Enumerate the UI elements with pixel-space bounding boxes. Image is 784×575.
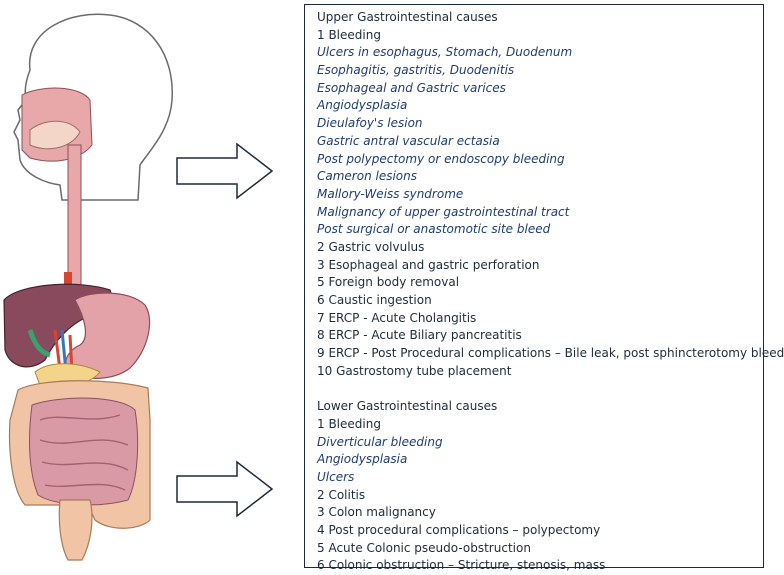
- upper-cause-item: Dieulafoy's lesion: [317, 116, 423, 131]
- lower-cause-item: Ulcers: [317, 469, 355, 484]
- tongue: [29, 120, 81, 150]
- upper-cause-item: Mallory-Weiss syndrome: [317, 186, 464, 201]
- digestive-system-illustration: [3, 13, 173, 561]
- lower-cause-item: 6 Colonic obstruction – Stricture, steno…: [317, 558, 606, 573]
- upper-cause-item: 2 Gastric volvulus: [317, 239, 425, 254]
- lower-cause-item: 1 Bleeding: [317, 416, 381, 431]
- lower-cause-item: Angiodysplasia: [317, 452, 408, 467]
- upper-cause-item: Gastric antral vascular ectasia: [317, 133, 500, 148]
- small-intestine-folds: [39, 414, 129, 491]
- upper-cause-item: Cameron lesions: [317, 169, 418, 184]
- lower-arrow: [176, 460, 274, 518]
- upper-heading: Upper Gastrointestinal causes: [317, 10, 498, 24]
- section-gap: [317, 380, 759, 398]
- upper-cause-item: 3 Esophageal and gastric perforation: [317, 257, 540, 272]
- upper-cause-item: 10 Gastrostomy tube placement: [317, 363, 512, 378]
- upper-cause-item: 8 ERCP - Acute Biliary pancreatitis: [317, 328, 522, 343]
- rectum: [58, 499, 93, 561]
- lower-cause-item: Diverticular bleeding: [317, 434, 443, 449]
- upper-cause-item: Angiodysplasia: [317, 98, 408, 113]
- lower-cause-item: 4 Post procedural complications – polype…: [317, 522, 601, 537]
- upper-cause-item: Post polypectomy or endoscopy bleeding: [317, 151, 565, 166]
- small-intestine: [29, 397, 139, 506]
- upper-cause-item: 7 ERCP - Acute Cholangitis: [317, 310, 477, 325]
- upper-cause-item: Post surgical or anastomotic site bleed: [317, 222, 551, 237]
- lower-cause-item: 3 Colon malignancy: [317, 505, 436, 520]
- lower-cause-item: 5 Acute Colonic pseudo-obstruction: [317, 540, 531, 555]
- stomach: [65, 292, 151, 379]
- upper-cause-item: 6 Caustic ingestion: [317, 293, 432, 307]
- lower-cause-item: 2 Colitis: [317, 487, 366, 502]
- upper-arrow: [176, 142, 274, 200]
- upper-cause-item: Esophagitis, gastritis, Duodenitis: [317, 63, 515, 78]
- upper-cause-item: Malignancy of upper gastrointestinal tra…: [317, 204, 570, 219]
- upper-cause-item: 5 Foreign body removal: [317, 275, 460, 290]
- upper-cause-item: Ulcers in esophagus, Stomach, Duodenum: [317, 45, 573, 60]
- upper-cause-item: Esophageal and Gastric varices: [317, 80, 506, 95]
- gallbladder: [27, 329, 51, 358]
- causes-panel: Upper Gastrointestinal causes 1 Bleeding…: [304, 4, 784, 572]
- upper-cause-item: 9 ERCP - Post Procedural complications –…: [317, 346, 784, 361]
- upper-cause-item: 1 Bleeding: [317, 27, 381, 42]
- lower-heading: Lower Gastrointestinal causes: [317, 399, 498, 414]
